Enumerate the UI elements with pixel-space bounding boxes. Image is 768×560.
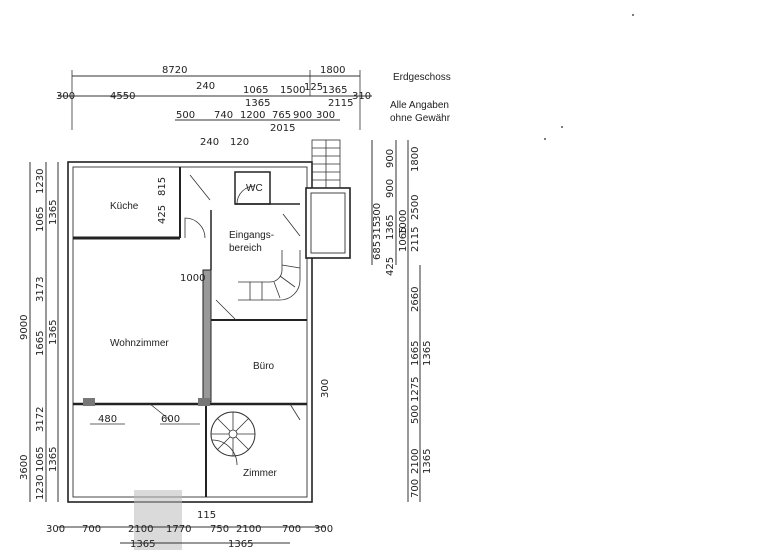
dim-right-stair-7: 1365 — [385, 215, 396, 240]
stairs — [210, 139, 341, 457]
room-wohnzimmer: Wohnzimmer — [110, 338, 169, 349]
shaded-area — [134, 490, 182, 550]
dim-left-r2-4: 1230 — [35, 475, 46, 500]
plan-title: Erdgeschoss — [393, 72, 451, 83]
inner-walls — [73, 167, 307, 497]
dim-right-stair-6: 685 — [372, 241, 383, 260]
dim-left-r2-1: 1365 — [48, 320, 59, 345]
dim-right-main-4: 500 — [410, 405, 421, 424]
dim-300: 300 — [320, 379, 331, 398]
dim-top-r1-2: 240 — [196, 81, 215, 92]
dim-right-main-6: 1365 — [422, 449, 433, 474]
dim-right-main-2: 1365 — [422, 341, 433, 366]
doors — [149, 174, 301, 466]
dim-right-stair-9: 2115 — [410, 227, 421, 252]
dim-bottom-r2-1: 1365 — [228, 539, 253, 550]
dim-top-r2-0: 500 — [176, 110, 195, 121]
dim-bottom-r1-5: 750 — [210, 524, 229, 535]
dim-right-stair-3: 1000 — [398, 210, 409, 235]
dim-top-r1-4: 1500 — [280, 85, 305, 96]
dim-top-right: 1800 — [320, 65, 345, 76]
dim-kitchen-815: 815 — [157, 177, 168, 196]
inner-dimensions: 815 425 1000 480 600 300 — [90, 177, 331, 425]
scan-dot — [544, 138, 546, 140]
outer-walls — [67, 161, 351, 503]
dim-bottom-r1-7: 700 — [282, 524, 301, 535]
dim-right-stair-0: 900 — [385, 149, 396, 168]
dim-left-r1-0: 1230 — [35, 169, 46, 194]
dim-left-r2-2: 1065 — [35, 447, 46, 472]
dim-top-r3-0: 240 — [200, 137, 219, 148]
room-wc: WC — [246, 183, 263, 194]
dim-left-r1-4: 3172 — [35, 407, 46, 432]
dim-bottom-r1-6: 2100 — [236, 524, 261, 535]
dim-left-r2-3: 1365 — [48, 447, 59, 472]
dim-left-r1-2: 3173 — [35, 277, 46, 302]
dim-top-r3-1: 120 — [230, 137, 249, 148]
dim-bottom-r1-4: 115 — [197, 510, 216, 521]
dim-kitchen-425: 425 — [157, 205, 168, 224]
dim-bottom-r1-1: 700 — [82, 524, 101, 535]
dim-right-main-3: 1275 — [410, 377, 421, 402]
dim-right-stair-2: 900 — [385, 179, 396, 198]
dim-top-r1-3: 1065 — [243, 85, 268, 96]
dim-top-r1-0: 300 — [56, 91, 75, 102]
dim-top-r1-7: 310 — [352, 91, 371, 102]
room-buero: Büro — [253, 361, 275, 372]
dim-right-main-7: 700 — [410, 479, 421, 498]
dim-right-stair-11: 425 — [385, 257, 396, 276]
dim-top-total: 8720 — [162, 65, 187, 76]
dim-left-r1-1: 1065 — [35, 207, 46, 232]
note-line-1: Alle Angaben — [390, 100, 449, 111]
dim-top-r1-1: 4550 — [110, 91, 135, 102]
dim-right-stair-1: 1800 — [410, 147, 421, 172]
dim-1000: 1000 — [180, 273, 205, 284]
dim-right-stair-10: 2500 — [410, 195, 421, 220]
dim-top-r2-1: 740 — [214, 110, 233, 121]
dim-left-r1-3: 1665 — [35, 331, 46, 356]
room-kueche: Küche — [110, 201, 139, 212]
dim-600: 600 — [161, 414, 180, 425]
right-dimensions: 900 1800 900 1000 300 315 685 1365 1065 … — [371, 140, 433, 502]
dim-top-r1-5: 125 — [304, 82, 323, 93]
dim-top-r2-5: 300 — [316, 110, 335, 121]
room-labels: Küche WC Eingangs- bereich Wohnzimmer Bü… — [110, 183, 278, 479]
note-line-2: ohne Gewähr — [390, 113, 451, 124]
top-dimensions: 8720 1800 300 4550 240 1065 1500 125 136… — [56, 65, 372, 148]
dim-bottom-r2-0: 1365 — [130, 539, 155, 550]
dim-480: 480 — [98, 414, 117, 425]
dim-top-r2-2: 1200 — [240, 110, 265, 121]
dim-top-r2-3: 765 — [272, 110, 291, 121]
dim-right-stair-5: 315 — [372, 221, 383, 240]
dim-bottom-r1-8: 300 — [314, 524, 333, 535]
dim-left-r1-5: 3600 — [19, 455, 30, 480]
room-zimmer: Zimmer — [243, 468, 278, 479]
scan-dot — [561, 126, 563, 128]
dim-left-r2-0: 1365 — [48, 200, 59, 225]
dim-top-r1b-1: 2115 — [328, 98, 353, 109]
dim-bottom-r1-3: 1770 — [166, 524, 191, 535]
dim-top-r1b-0: 1365 — [245, 98, 270, 109]
dim-left-total: 9000 — [19, 315, 30, 340]
dim-right-main-0: 2660 — [410, 287, 421, 312]
room-eingang-line2: bereich — [229, 243, 262, 254]
room-eingang-line1: Eingangs- — [229, 230, 274, 241]
bottom-dimensions: 300 700 2100 1770 115 750 2100 700 300 1… — [46, 510, 333, 550]
dim-top-r2-4: 900 — [293, 110, 312, 121]
dim-top-r1-6: 1365 — [322, 85, 347, 96]
dim-right-stair-4: 300 — [372, 203, 383, 222]
dim-right-stair-8: 1065 — [398, 227, 409, 252]
dim-bottom-r1-0: 300 — [46, 524, 65, 535]
left-dimensions: 9000 1230 1065 3173 1665 3172 3600 1365 … — [19, 162, 59, 502]
dim-bottom-r1-2: 2100 — [128, 524, 153, 535]
dim-right-main-5: 2100 — [410, 449, 421, 474]
dim-right-main-1: 1665 — [410, 341, 421, 366]
scan-dot — [632, 14, 634, 16]
dim-top-r2b-0: 2015 — [270, 123, 295, 134]
